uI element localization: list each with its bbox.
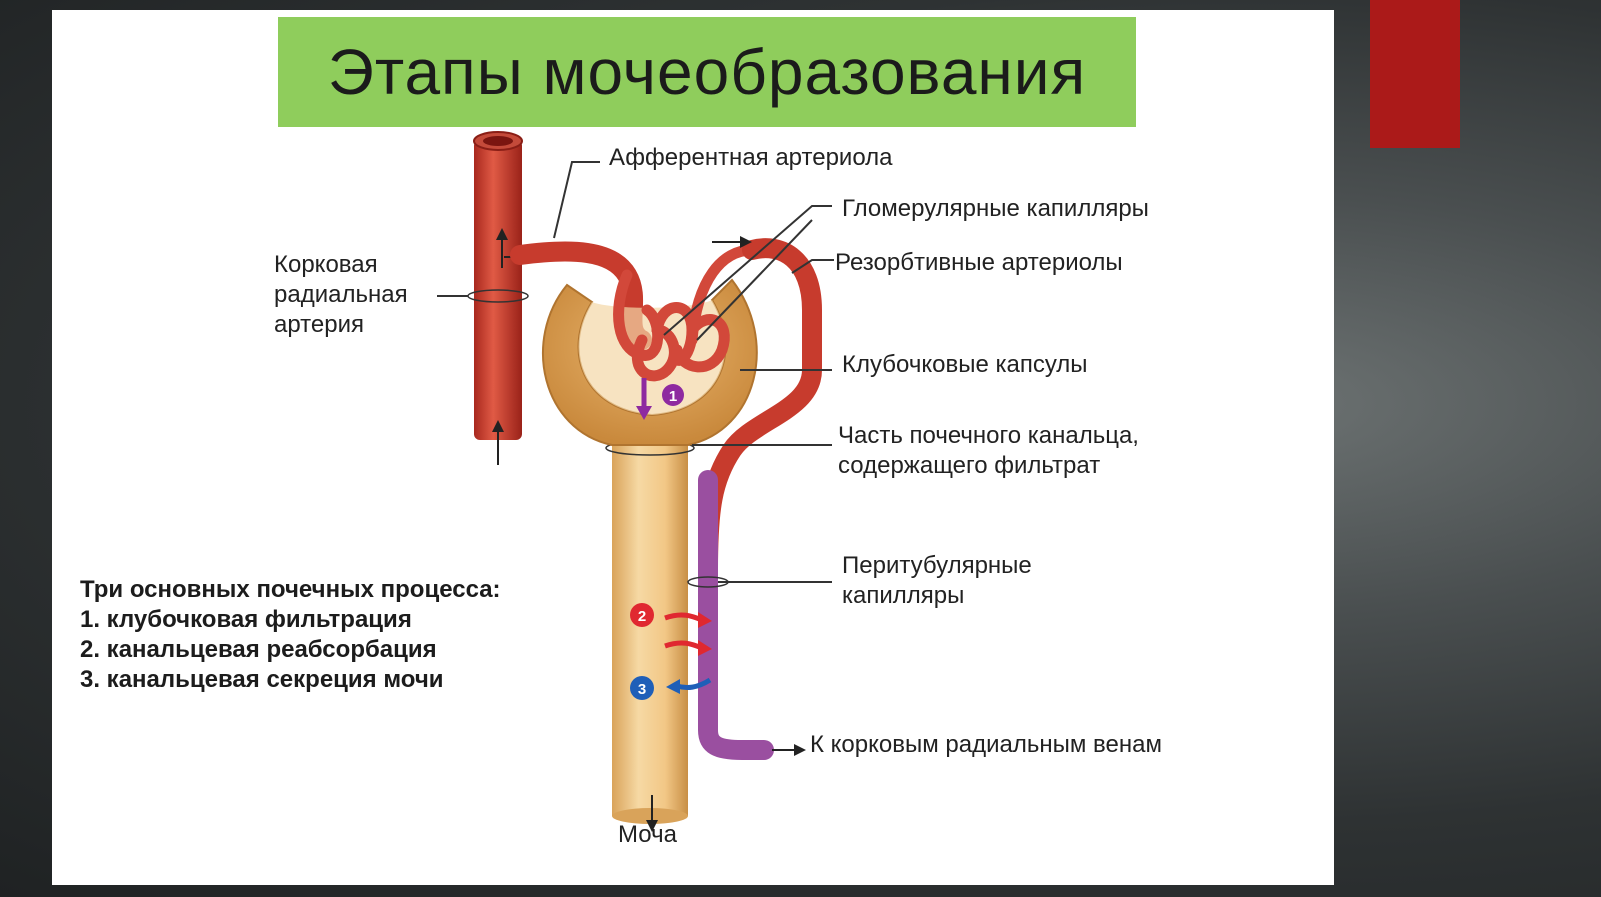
renal-tubule (605, 440, 695, 824)
marker-2-label: 2 (638, 608, 646, 625)
label-to-cortical-veins: К корковым радиальным венам (810, 731, 1162, 758)
process-item-1: 1. клубочковая фильтрация (80, 606, 412, 633)
label-glomerular-capsules: Клубочковые капсулы (842, 351, 1088, 378)
marker-3-label: 3 (638, 681, 646, 698)
title-banner: Этапы мочеобразования (278, 17, 1136, 127)
marker-2: 2 (630, 603, 712, 656)
label-cortical-radial-artery: Корковая радиальная артерия (274, 250, 408, 340)
label-cortical-line-2: радиальная (274, 281, 408, 308)
process-item-3: 3. канальцевая секреция мочи (80, 666, 444, 693)
label-cortical-line-3: артерия (274, 311, 364, 338)
label-peritubular-capillaries: Перитубулярные капилляры (842, 551, 1032, 611)
label-peritubular-line-2: капилляры (842, 582, 965, 609)
label-afferent-arteriole: Афферентная артериола (609, 144, 893, 171)
marker-1: 1 (636, 378, 684, 420)
peritubular-capillaries (687, 470, 806, 760)
processes-heading: Три основных почечных процесса: (80, 576, 501, 603)
label-tubule-part: Часть почечного канальца, содержащего фи… (838, 421, 1139, 481)
processes-list: Три основных почечных процесса: 1. клубо… (80, 575, 501, 695)
process-item-2: 2. канальцевая реабсорбация (80, 636, 437, 663)
leader-lines (553, 161, 834, 583)
slide-title: Этапы мочеобразования (327, 36, 1087, 108)
label-glomerular-capillaries: Гломерулярные капилляры (842, 195, 1149, 222)
label-tubule-line-1: Часть почечного канальца, (838, 422, 1139, 449)
label-resorptive-arterioles: Резорбтивные артериолы (835, 249, 1123, 276)
label-urine: Моча (618, 821, 677, 848)
cortical-radial-artery (437, 131, 546, 465)
marker-1-label: 1 (669, 388, 677, 405)
accent-tab (1370, 0, 1460, 148)
nephron-diagram: 1 2 3 (437, 131, 834, 832)
label-cortical-line-1: Корковая (274, 251, 378, 278)
label-peritubular-line-1: Перитубулярные (842, 552, 1032, 579)
marker-3: 3 (630, 676, 712, 700)
glomerular-capillaries (613, 244, 758, 382)
label-tubule-line-2: содержащего фильтрат (838, 452, 1101, 479)
slide: Этапы мочеобразования (52, 10, 1334, 885)
